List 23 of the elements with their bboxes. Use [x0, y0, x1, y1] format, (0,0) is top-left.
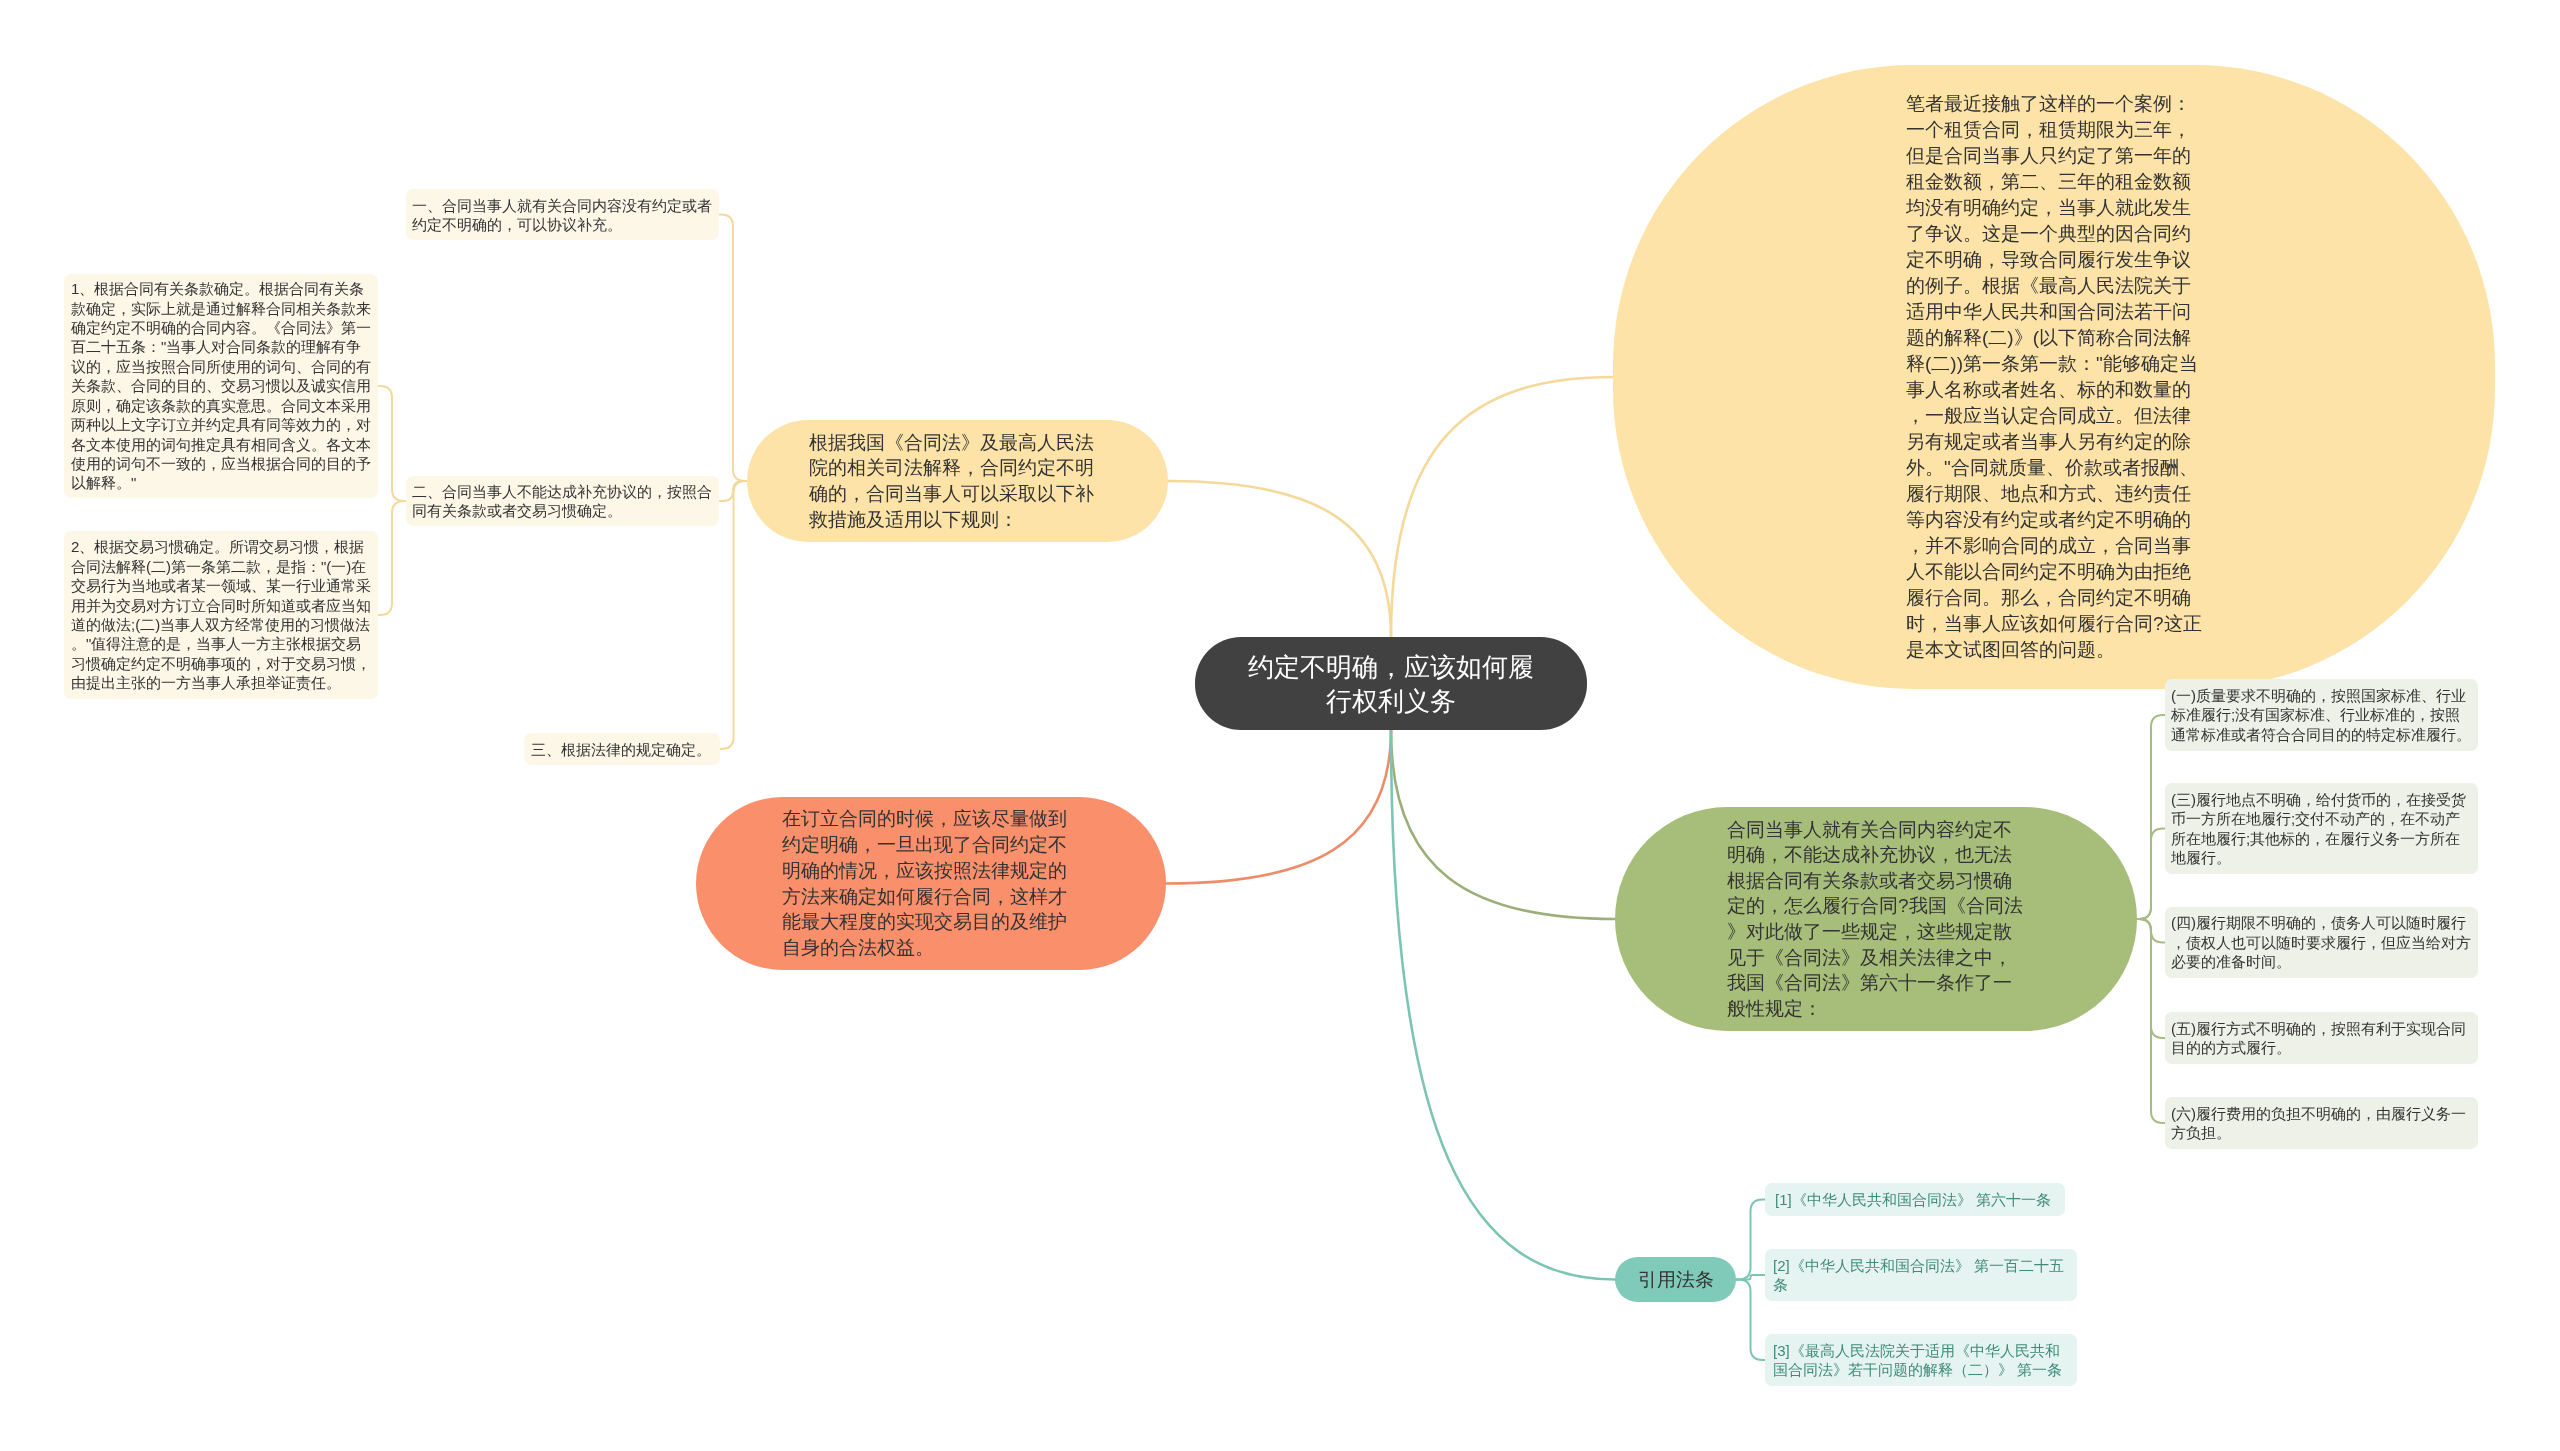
connector-line — [719, 480, 748, 750]
branch-topic-box: 引用法条 — [1615, 1257, 1736, 1302]
citation-box: [3]《最高人民法院关于适用《中华人民共和国合同法》若干问题的解释（二）》 第一条 — [1765, 1334, 2077, 1386]
connector-line — [2136, 918, 2166, 1124]
citation-box: [1]《中华人民共和国合同法》 第六十一条 — [1765, 1183, 2065, 1216]
connector-line — [1389, 728, 1617, 1281]
subtopic-box: 1、根据合同有关条款确定。根据合同有关条款确定，实际上就是通过解释合同相关条款来确定约定不明确的合同内容。《合同法》第一百二十五条："当事人对合同条款的理解有争议的，应当按照合同所使用的词句、合同的有关条款、合同的目的、交易习惯以及诚实信用原则，确定该条款的真实意思。合同文本采用两种以上文字订立并约定具有同等效力的，对各文本使用的词句推定具有相同含义。各文本使用的词句不一致的，应当根据合同的目的予以解释。" — [64, 274, 378, 498]
subtopic-box: 2、根据交易习惯确定。所谓交易习惯，根据合同法解释(二)第一条第二款，是指："(一)在交易行为当地或者某一领域、某一行业通常采用并为交易对方订立合同时所知道或者应当知道的做法;(二)当事人双方经常使用的习惯做法。"值得注意的是，当事人一方主张根据交易习惯确定约定不明确事项的，对于交易习惯，由提出主张的一方当事人承担举证责任。 — [64, 531, 378, 699]
subtopic-box: (六)履行费用的负担不明确的，由履行义务一方负担。 — [2165, 1097, 2478, 1149]
subtopic-box: (五)履行方式不明确的，按照有利于实现合同目的的方式履行。 — [2165, 1012, 2478, 1064]
branch-topic-box: 根据我国《合同法》及最高人民法院的相关司法解释，合同约定不明确的，合同当事人可以采取以下补救措施及适用以下规则： — [747, 420, 1168, 542]
subtopic-box: 三、根据法律的规定确定。 — [524, 733, 720, 765]
subtopic-box: (一)质量要求不明确的，按照国家标准、行业标准履行;没有国家标准、行业标准的，按照通常标准或者符合合同目的的特定标准履行。 — [2165, 679, 2478, 751]
subtopic-box: (三)履行地点不明确，给付货币的，在接受货币一方所在地履行;交付不动产的，在不动产所在地履行;其他标的，在履行义务一方所在地履行。 — [2165, 783, 2478, 874]
central-topic-box: 约定不明确，应该如何履行权利义务 — [1195, 637, 1587, 730]
subtopic-box: 一、合同当事人就有关合同内容没有约定或者约定不明确的，可以协议补充。 — [406, 189, 719, 240]
subtopic-box: (四)履行期限不明确的，债务人可以随时履行，债权人也可以随时要求履行，但应当给对方必要的准备时间。 — [2165, 907, 2478, 978]
citation-box: [2]《中华人民共和国合同法》 第一百二十五条 — [1765, 1249, 2077, 1301]
branch-topic-box: 合同当事人就有关合同内容约定不明确，不能达成补充协议，也无法根据合同有关条款或者交易习惯确定的，怎么履行合同?我国《合同法》对此做了一些规定，这些规定散见于《合同法》及相关法律之中，我国《合同法》第六十一条作了一般性规定： — [1615, 807, 2137, 1031]
topic-bubble: 笔者最近接触了这样的一个案例：一个租赁合同，租赁期限为三年，但是合同当事人只约定了第一年的租金数额，第二、三年的租金数额均没有明确约定，当事人就此发生了争议。这是一个典型的因合同约定不明确，导致合同履行发生争议的例子。根据《最高人民法院关于适用中华人民共和国合同法若干问题的解释(二)》(以下简称合同法解释(二))第一条第一款："能够确定当事人名称或者姓名、标的和数量的，一般应当认定合同成立。但法律另有规定或者当事人另有约定的除外。"合同就质量、价款或者报酬、履行期限、地点和方式、违约责任等内容没有约定或者约定不明确的，并不影响合同的成立，合同当事人不能以合同约定不明确为由拒绝履行合同。那么，合同约定不明确时，当事人应该如何履行合同?这正是本文试图回答的问题。 — [1613, 65, 2495, 689]
connector-line — [1389, 375, 1615, 639]
subtopic-box: 二、合同当事人不能达成补充协议的，按照合同有关条款或者交易习惯确定。 — [406, 476, 719, 526]
branch-topic-box: 在订立合同的时候，应该尽量做到约定明确，一旦出现了合同约定不明确的情况，应该按照法律规定的方法来确定如何履行合同，这样才能最大程度的实现交易目的及维护自身的合法权益。 — [696, 797, 1166, 970]
